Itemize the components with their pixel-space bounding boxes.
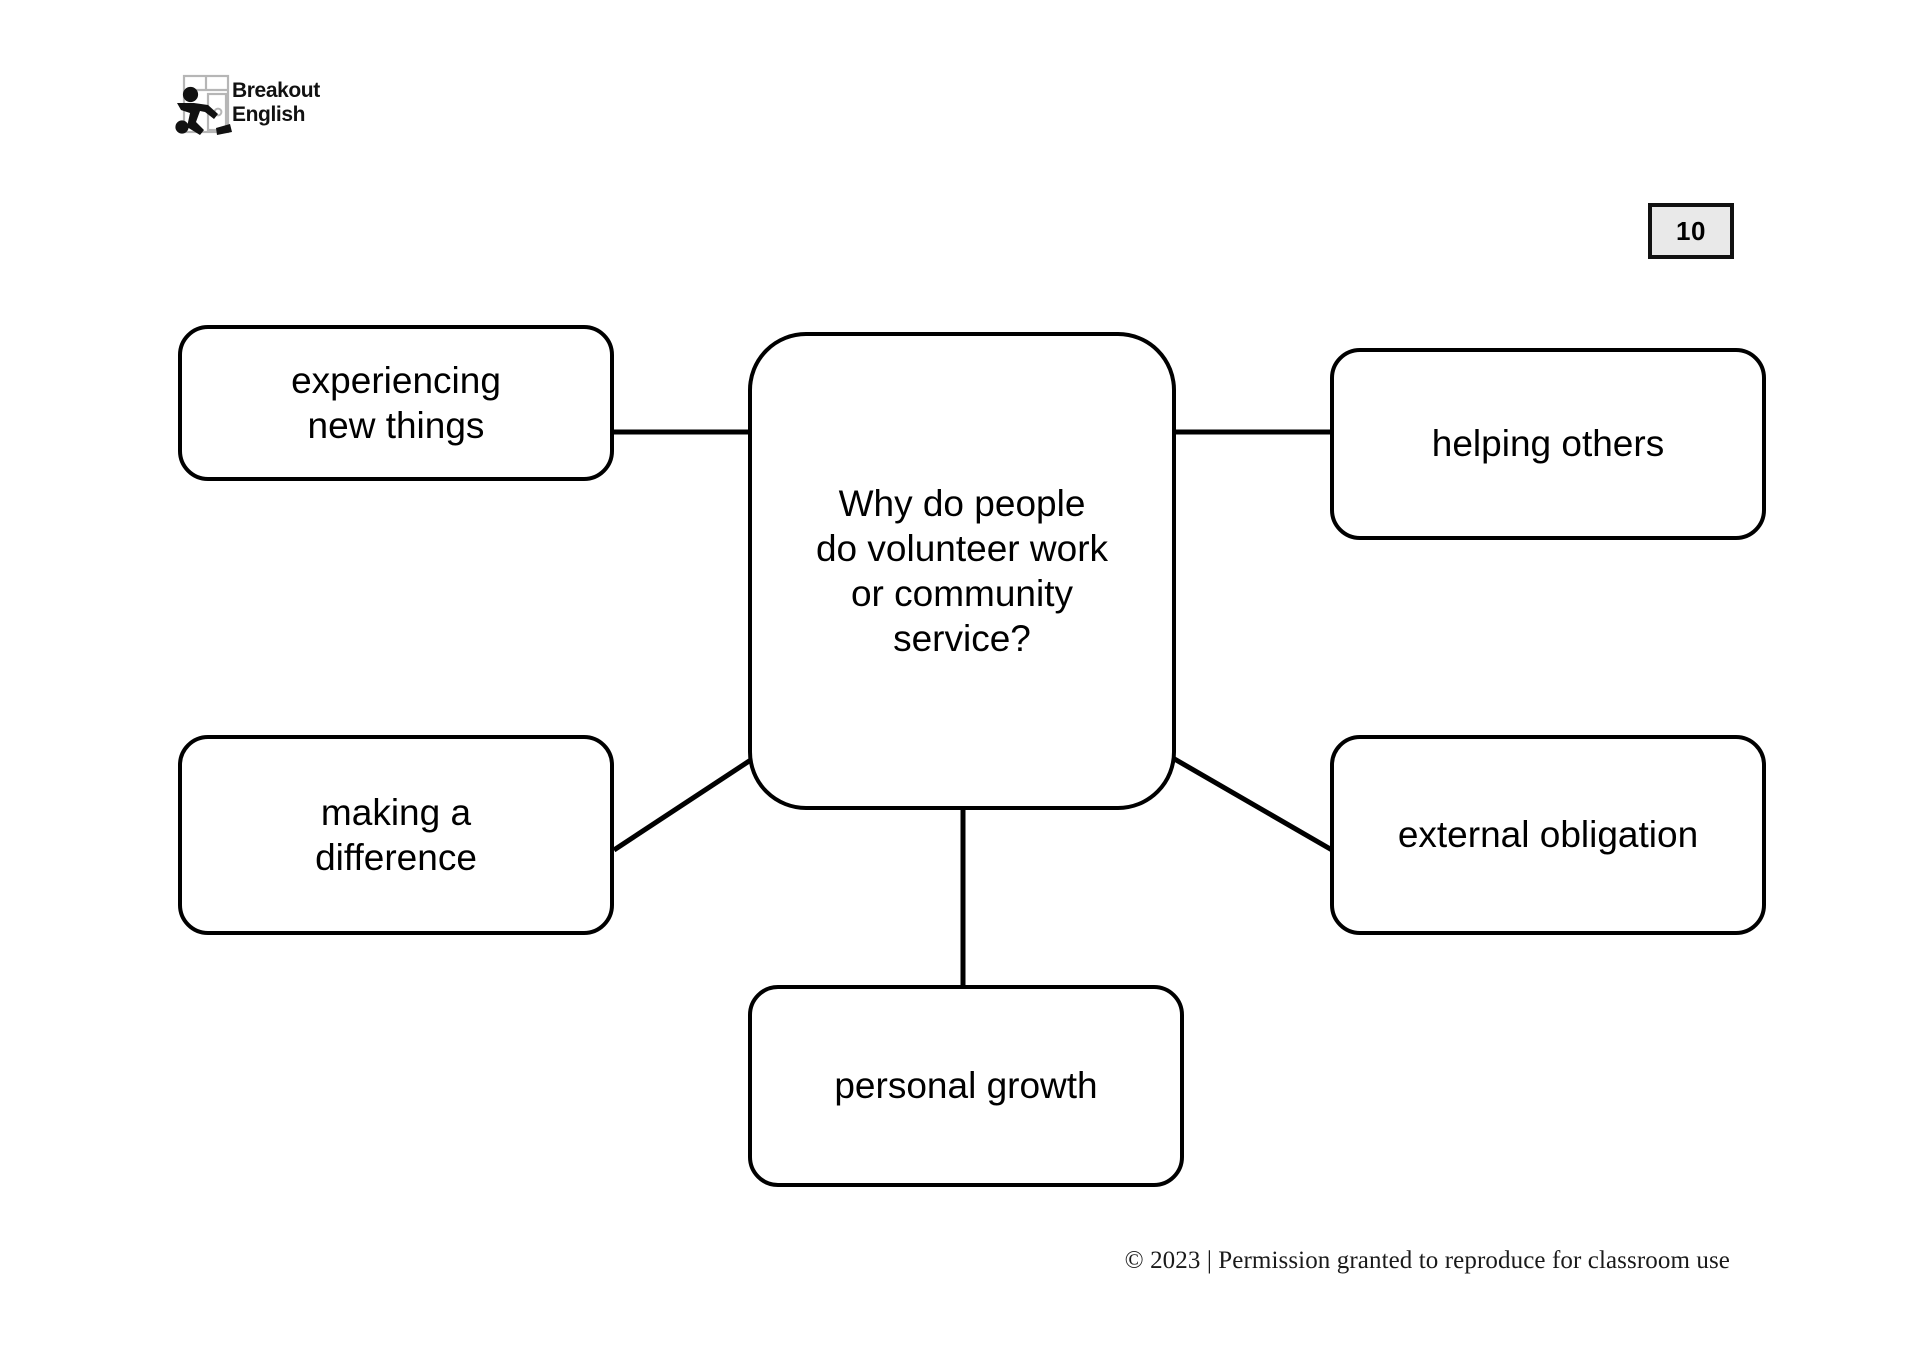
mindmap-node-helping-others-label: helping others [1431, 423, 1665, 465]
mindmap-node-making-difference[interactable]: making a difference [178, 735, 614, 935]
brand-logo: Breakout English [175, 74, 321, 135]
mindmap-node-making-difference-label: making a difference [315, 791, 477, 878]
running-person-icon [175, 86, 232, 135]
mindmap-node-center-label: Why do people do volunteer work or commu… [815, 482, 1109, 660]
connector-center-to-external-obligation [1150, 743, 1334, 853]
footer-copyright: © 2023 | Permission granted to reproduce… [1124, 1247, 1730, 1274]
mindmap-node-personal-growth[interactable]: personal growth [748, 985, 1184, 1187]
brand-line2: English [232, 103, 305, 126]
mindmap-node-center[interactable]: Why do people do volunteer work or commu… [748, 332, 1176, 810]
page-number-badge: 10 [1648, 203, 1734, 259]
mindmap-node-personal-growth-label: personal growth [834, 1065, 1098, 1107]
brand-line1: Breakout [232, 79, 320, 102]
mindmap-node-helping-others[interactable]: helping others [1330, 348, 1766, 540]
page-number-value: 10 [1676, 215, 1706, 246]
mindmap-node-external-obligation-label: external obligation [1397, 814, 1699, 856]
mindmap-node-external-obligation[interactable]: external obligation [1330, 735, 1766, 935]
mindmap-node-experiencing-label: experiencing new things [291, 359, 501, 446]
brand-wordmark: Breakout English [232, 79, 321, 126]
mindmap-node-experiencing[interactable]: experiencing new things [178, 325, 614, 481]
